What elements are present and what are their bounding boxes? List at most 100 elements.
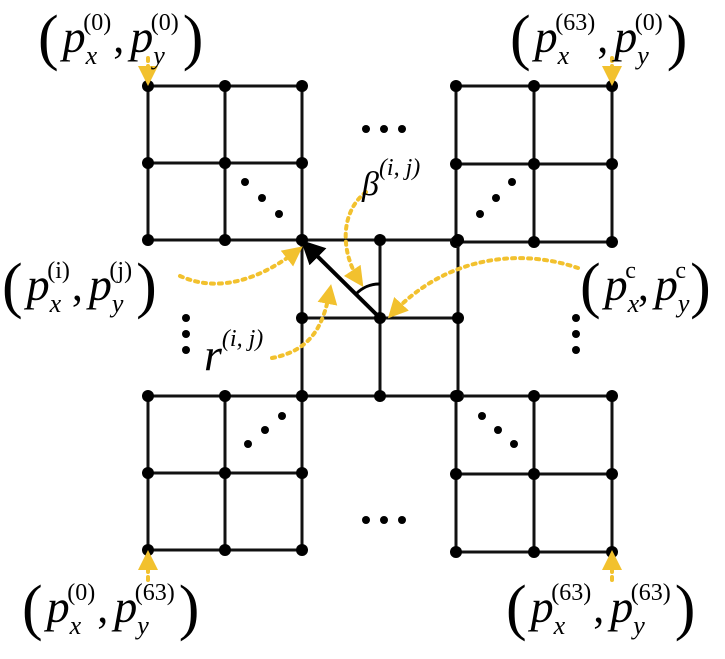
coord-label-part: x xyxy=(627,289,640,318)
coord-label-part: p xyxy=(86,259,112,310)
arrow-r-icon xyxy=(270,284,338,360)
coord-label-part: x xyxy=(553,611,566,640)
grid-node xyxy=(296,312,308,324)
beta-label: β(i, j) xyxy=(361,155,420,203)
coord-label-part: , xyxy=(638,261,649,310)
grid-node xyxy=(450,468,462,480)
grid-node xyxy=(528,236,540,248)
coord-label-part: y xyxy=(150,41,165,70)
coord-label-part: x xyxy=(49,289,62,318)
coord-label-part: x xyxy=(69,611,82,640)
coord-label-part: (63) xyxy=(551,580,591,606)
coord-label-part: ) xyxy=(675,574,696,642)
grid-node xyxy=(528,390,540,402)
grid-node xyxy=(528,468,540,480)
ellipsis-diag-top-left xyxy=(241,178,283,218)
coord-label-part: ) xyxy=(136,252,157,320)
radius-vector-arrow xyxy=(300,239,382,320)
coord-label-part: (0) xyxy=(83,10,111,36)
grid-block-bottom-right xyxy=(450,390,618,558)
coord-label-part: p xyxy=(607,581,633,632)
grid-node xyxy=(606,80,618,92)
coord-label-part: y xyxy=(109,289,124,318)
grid-node xyxy=(374,234,386,246)
coord-label-part: y xyxy=(134,611,149,640)
grid-node xyxy=(219,467,231,479)
ellipsis-bottom xyxy=(362,516,406,524)
grid-node xyxy=(296,467,308,479)
coord-label-part: ) xyxy=(179,574,200,642)
ellipsis-vert-left xyxy=(182,314,190,354)
grid-node xyxy=(219,157,231,169)
coord-label-part: p xyxy=(127,11,153,62)
coord-label-part: p xyxy=(532,11,558,62)
coord-label-part: y xyxy=(634,41,649,70)
coord-label-part: y xyxy=(630,611,645,640)
coord-label-part: (i) xyxy=(47,258,70,284)
grid-node xyxy=(606,158,618,170)
grid-block-top-right xyxy=(450,80,618,248)
coord-label-top-left: (px(0),py(0)) xyxy=(38,4,203,72)
coord-label-part: , xyxy=(593,583,604,632)
coord-label-part: ( xyxy=(580,252,601,320)
coord-label-part: p xyxy=(111,581,137,632)
arrow-pij-icon xyxy=(178,246,303,286)
grid-node xyxy=(450,390,462,402)
grid-node xyxy=(142,544,154,556)
coord-label-part: (63) xyxy=(135,580,175,606)
coord-label-part: , xyxy=(113,13,124,62)
coord-label-part: (j) xyxy=(109,258,132,284)
coord-label-part: , xyxy=(597,13,608,62)
coord-label-part: (63) xyxy=(631,580,671,606)
coord-label-part: p xyxy=(60,11,86,62)
grid-node xyxy=(219,234,231,246)
coord-label-part: x xyxy=(557,41,570,70)
angle-arc-icon xyxy=(354,282,381,296)
grid-node xyxy=(219,544,231,556)
coord-label-part: ( xyxy=(510,4,531,72)
grid-node xyxy=(142,157,154,169)
grid-node xyxy=(606,546,618,558)
coord-label-part: p xyxy=(602,259,628,310)
grid-block-bottom-left xyxy=(142,390,308,556)
coord-label-part: (0) xyxy=(635,10,663,36)
grid-node xyxy=(450,80,462,92)
coord-label-part: ( xyxy=(22,574,43,642)
coord-label-bottom-left: (px(0),py(63)) xyxy=(22,574,199,642)
coord-label-part: p xyxy=(652,259,678,310)
r-label: r(i, j) xyxy=(204,326,263,380)
grid-node xyxy=(296,544,308,556)
grid-node xyxy=(606,390,618,402)
grid-blocks xyxy=(142,80,618,558)
coord-label-part: , xyxy=(97,583,108,632)
coord-label-part: ( xyxy=(506,574,527,642)
grid-node xyxy=(374,390,386,402)
coord-label-middle-right: (pxc,pyc) xyxy=(580,252,711,320)
coord-label-part: x xyxy=(85,41,98,70)
coord-label-part: p xyxy=(528,581,554,632)
grid-node xyxy=(452,234,464,246)
arrow-pc-icon xyxy=(387,256,580,319)
grid-node xyxy=(296,80,308,92)
grid-node xyxy=(296,157,308,169)
grid-block-top-left xyxy=(142,80,308,246)
coord-label-part: c xyxy=(675,258,686,284)
ellipsis-diag-bottom-left xyxy=(244,412,286,448)
grid-node xyxy=(606,236,618,248)
grid-node xyxy=(528,80,540,92)
grid-node xyxy=(528,158,540,170)
grid-node xyxy=(142,234,154,246)
grid-node xyxy=(219,80,231,92)
coord-label-bottom-right: (px(63),py(63)) xyxy=(506,574,695,642)
coord-label-part: (63) xyxy=(555,10,595,36)
ellipsis-diag-top-right xyxy=(476,178,516,218)
coord-label-part: ) xyxy=(183,4,204,72)
grid-node xyxy=(219,390,231,402)
grid-node xyxy=(528,546,540,558)
coord-label-part: p xyxy=(24,259,50,310)
coord-label-part: c xyxy=(625,258,636,284)
grid-node xyxy=(142,467,154,479)
coord-label-part: ( xyxy=(2,252,23,320)
grid-node xyxy=(296,390,308,402)
grid-node xyxy=(142,390,154,402)
